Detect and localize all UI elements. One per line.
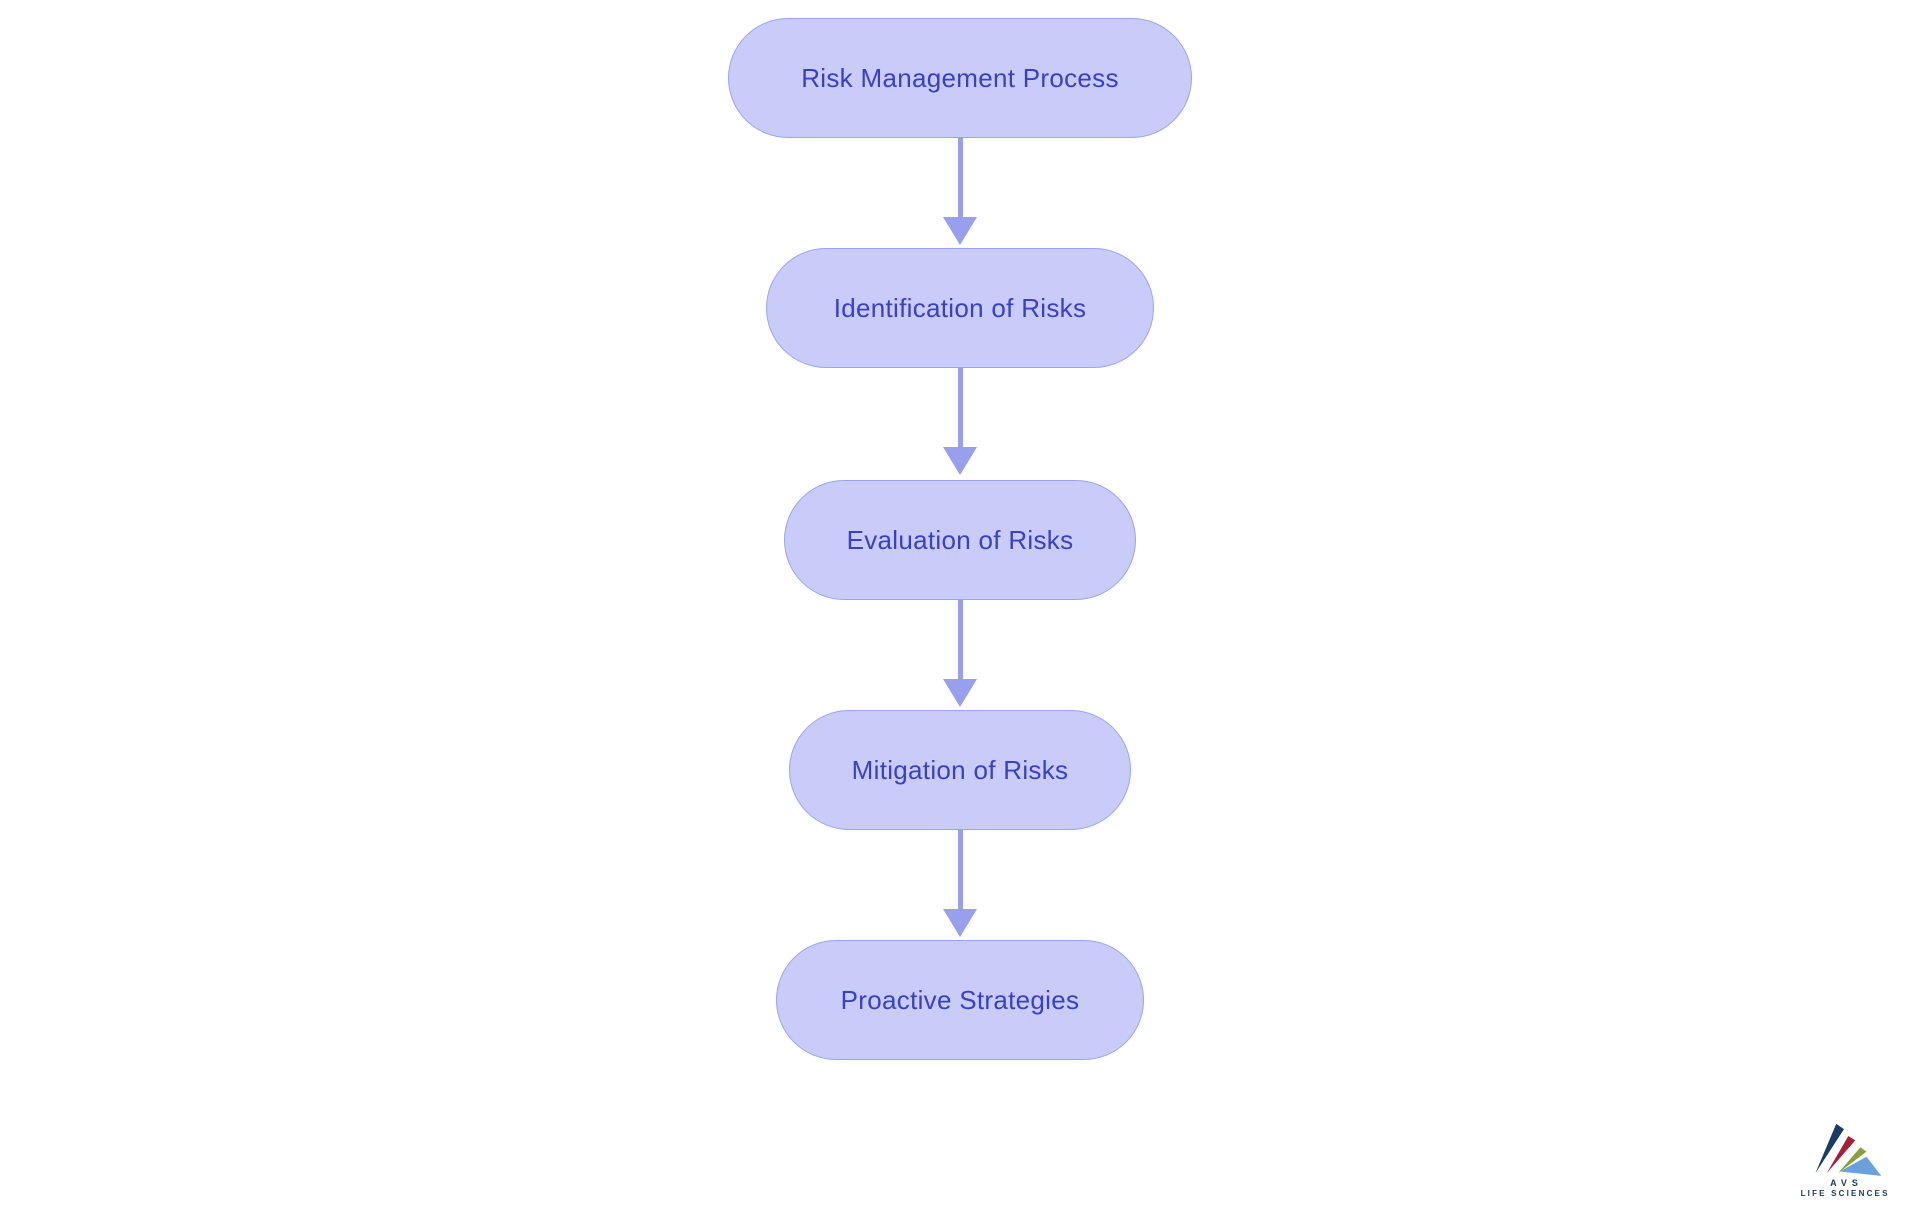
flow-arrow-down-2 (943, 368, 977, 475)
logo-shard-navy (1815, 1123, 1844, 1173)
brand-tagline: LIFE SCIENCES (1800, 1188, 1890, 1198)
brand-name: AVS (1830, 1177, 1863, 1188)
logo-shard-olive (1837, 1146, 1867, 1173)
flow-node-label: Mitigation of Risks (851, 754, 1069, 785)
flow-node-label: Risk Management Process (801, 62, 1119, 93)
flow-arrow-down-4 (943, 830, 977, 937)
arrow-shaft (957, 138, 963, 218)
logo-shard-crimson (1826, 1135, 1856, 1173)
flow-node-label: Evaluation of Risks (846, 524, 1074, 555)
arrow-shaft (957, 368, 963, 448)
flow-node-label: Proactive Strategies (840, 984, 1080, 1015)
arrowhead-down-icon (943, 679, 977, 707)
logo-shard-blue (1839, 1156, 1882, 1176)
arrowhead-down-icon (943, 447, 977, 475)
flow-node-identification-of-risks: Identification of Risks (766, 248, 1154, 368)
flow-arrow-down-3 (943, 600, 977, 707)
arrow-shaft (957, 830, 963, 910)
arrowhead-down-icon (943, 217, 977, 245)
arrowhead-down-icon (943, 909, 977, 937)
brand-logo: AVS LIFE SCIENCES (1796, 1122, 1892, 1199)
flow-node-label: Identification of Risks (833, 292, 1087, 323)
arrow-shaft (957, 600, 963, 680)
flow-node-proactive-strategies: Proactive Strategies (776, 940, 1144, 1060)
flow-node-risk-management-process: Risk Management Process (728, 18, 1192, 138)
avs-logo-icon (1815, 1123, 1882, 1176)
flow-arrow-down-1 (943, 138, 977, 245)
flow-node-evaluation-of-risks: Evaluation of Risks (784, 480, 1136, 600)
flow-node-mitigation-of-risks: Mitigation of Risks (789, 710, 1131, 830)
